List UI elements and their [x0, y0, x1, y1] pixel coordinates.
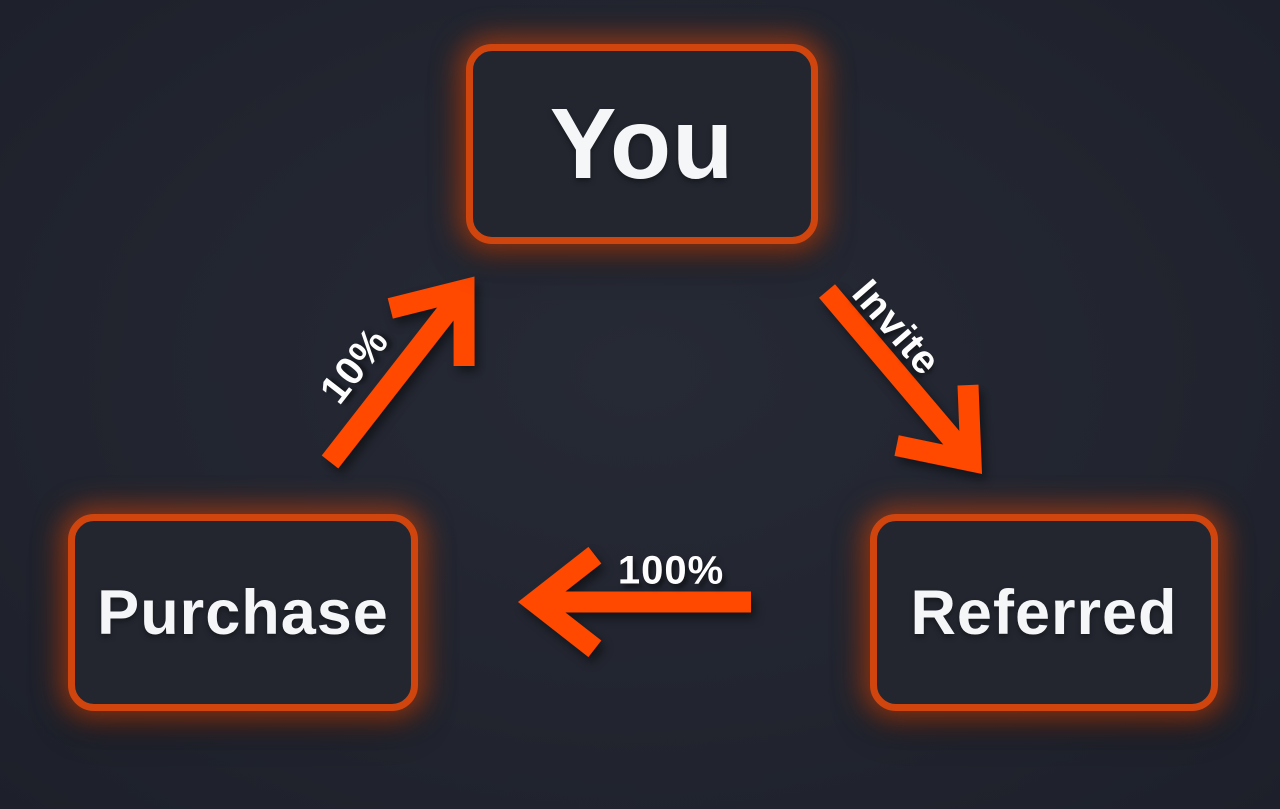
commission-arrow — [321, 276, 475, 469]
node-you-label: You — [549, 87, 735, 200]
invite-arrow — [818, 284, 983, 475]
node-you: You — [466, 44, 818, 244]
reward-arrow — [517, 546, 751, 658]
node-referred: Referred — [870, 514, 1218, 711]
node-purchase-label: Purchase — [97, 577, 389, 648]
node-referred-label: Referred — [910, 577, 1178, 648]
reward-arrow-label: 100% — [617, 548, 725, 593]
node-purchase: Purchase — [68, 514, 418, 711]
